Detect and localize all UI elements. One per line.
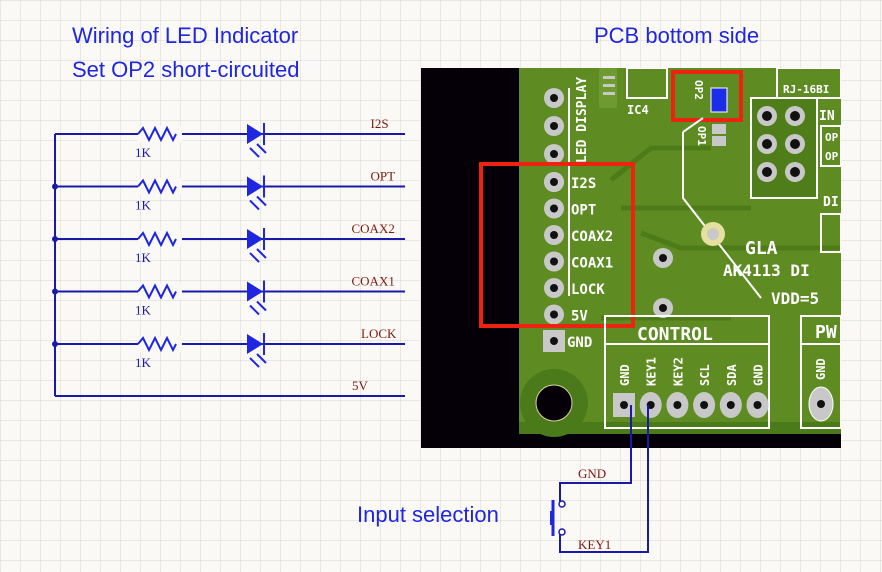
net-label: COAX1 xyxy=(352,274,395,289)
control-pin-label: GND xyxy=(752,364,766,386)
in-label: IN xyxy=(819,109,835,124)
led-branch: 1K COAX1 xyxy=(52,274,405,318)
op2-label: OP2 xyxy=(692,80,705,100)
resistor-icon xyxy=(137,125,177,143)
schematic-subtitle: Set OP2 short-circuited xyxy=(72,57,300,82)
power-title: PW xyxy=(815,322,837,343)
op-highlight-box xyxy=(671,70,743,122)
control-pin-label: SDA xyxy=(725,364,739,386)
schematic-title: Wiring of LED Indicator xyxy=(72,23,299,48)
net-label: LOCK xyxy=(361,326,397,341)
led-pin-label: I2S xyxy=(571,176,596,192)
op2-jumper xyxy=(710,87,728,113)
led-pin-label: LOCK xyxy=(571,282,605,298)
led-icon xyxy=(247,281,263,302)
op1-label: OP1 xyxy=(695,126,708,146)
control-pin-label: KEY2 xyxy=(671,357,685,386)
rj-label: RJ-16BI xyxy=(783,83,829,96)
op-label-b: OP xyxy=(825,150,839,163)
resistor-icon xyxy=(137,335,177,353)
led-pin-label: OPT xyxy=(571,203,596,219)
led-pins-highlight-box xyxy=(479,162,635,328)
gnd-pin-label: GND xyxy=(567,335,592,351)
led-icon xyxy=(247,334,263,354)
supply-label: 5V xyxy=(352,378,369,393)
led-pin-label: COAX1 xyxy=(571,256,613,272)
control-pin-label: KEY1 xyxy=(645,357,659,386)
resistor-icon xyxy=(137,283,177,300)
ic-label: IC4 xyxy=(627,103,649,117)
resistor-value: 1K xyxy=(135,145,152,160)
net-label: OPT xyxy=(371,169,396,184)
led-pin-label: COAX2 xyxy=(571,229,613,245)
led-branch: 1K LOCK xyxy=(52,326,405,370)
board-text-vdd: VDD=5 xyxy=(771,289,819,308)
net-label: COAX2 xyxy=(352,221,395,236)
input-selection-label: Input selection xyxy=(357,502,499,527)
di-label: DI xyxy=(823,195,839,210)
power-pin-gnd: GND xyxy=(814,358,828,380)
control-title: CONTROL xyxy=(637,324,713,345)
led-branch: 1K I2S xyxy=(55,116,405,160)
resistor-value: 1K xyxy=(135,198,152,213)
control-pin-label: SCL xyxy=(698,364,712,386)
led-branch: 1K OPT xyxy=(52,169,405,213)
control-pin-label: GND xyxy=(618,364,632,386)
led-pin-label: 5V xyxy=(571,309,588,325)
op-label-a: OP xyxy=(825,131,839,144)
pcb-title: PCB bottom side xyxy=(594,23,760,48)
resistor-value: 1K xyxy=(135,303,152,318)
led-icon xyxy=(247,124,263,144)
led-icon xyxy=(247,229,263,249)
board-text-gla: GLA xyxy=(745,238,778,259)
led-header-label: LED DISPLAY xyxy=(575,77,590,163)
resistor-value: 1K xyxy=(135,250,152,265)
led-branch: 1K COAX2 xyxy=(52,221,405,265)
board-text-chip: AK4113 DI xyxy=(723,261,810,280)
resistor-value: 1K xyxy=(135,355,152,370)
resistor-icon xyxy=(137,230,177,248)
resistor-icon xyxy=(137,178,177,195)
led-icon xyxy=(247,176,263,197)
net-label: I2S xyxy=(371,116,389,131)
